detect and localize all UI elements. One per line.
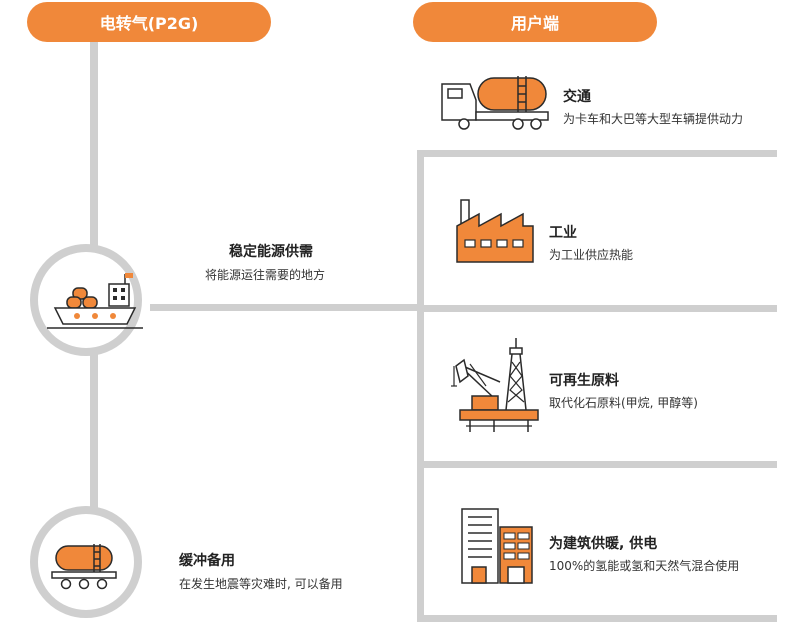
p2g-header: 电转气(P2G) bbox=[27, 2, 271, 42]
users-vertical-line bbox=[417, 150, 424, 622]
renewable-desc: 取代化石原料(甲烷, 甲醇等) bbox=[549, 396, 698, 410]
building-desc: 100%的氢能或氢和天然气混合使用 bbox=[549, 559, 740, 573]
p2g-header-label: 电转气(P2G) bbox=[99, 14, 199, 33]
industry-desc: 为工业供应热能 bbox=[549, 248, 634, 262]
building-title: 为建筑供暖, 供电 bbox=[549, 536, 658, 552]
buffer-title: 缓冲备用 bbox=[179, 553, 235, 569]
branch-line-1 bbox=[417, 150, 777, 157]
supply-horizontal-line bbox=[150, 304, 422, 311]
transport-title: 交通 bbox=[563, 89, 591, 105]
supply-title: 稳定能源供需 bbox=[229, 244, 313, 260]
users-header: 用户端 bbox=[413, 2, 657, 42]
ship-icon bbox=[47, 273, 143, 329]
branch-line-4 bbox=[417, 615, 777, 622]
building-icon bbox=[461, 508, 533, 584]
users-header-label: 用户端 bbox=[510, 14, 559, 33]
tank-wagon-icon bbox=[51, 544, 117, 590]
branch-line-2 bbox=[417, 305, 777, 312]
industry-title: 工业 bbox=[549, 225, 577, 241]
oil-rig-icon bbox=[451, 338, 539, 432]
branch-line-3 bbox=[417, 461, 777, 468]
factory-icon bbox=[456, 199, 534, 263]
supply-desc: 将能源运往需要的地方 bbox=[205, 268, 326, 282]
transport-desc: 为卡车和大巴等大型车辆提供动力 bbox=[563, 112, 744, 126]
renewable-title: 可再生原料 bbox=[549, 373, 619, 389]
buffer-desc: 在发生地震等灾难时, 可以备用 bbox=[179, 577, 343, 591]
truck-tanker-icon bbox=[441, 76, 549, 130]
